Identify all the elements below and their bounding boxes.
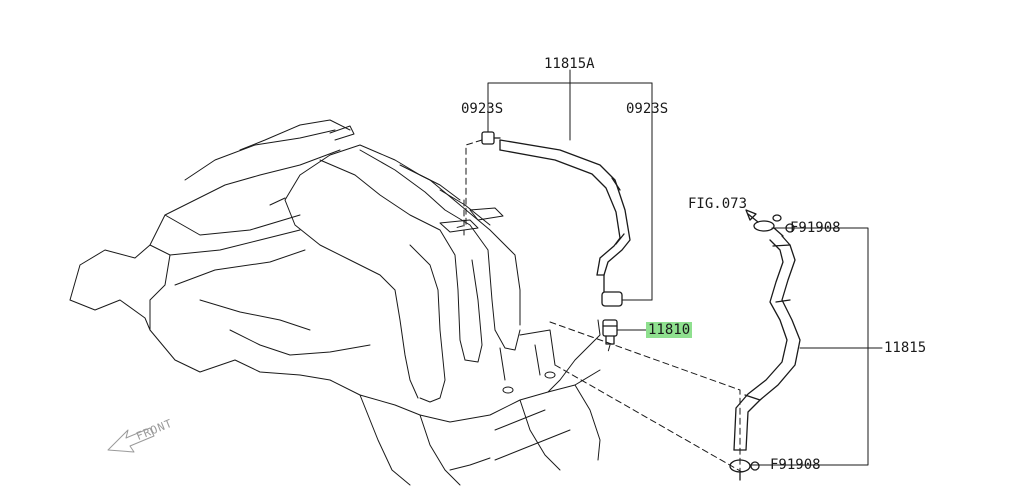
callout-0923s-left: 0923S [461, 101, 504, 117]
clip-0923s-left [481, 131, 501, 145]
clip-0923s-right [601, 274, 623, 307]
callout-0923s-right: 0923S [626, 101, 669, 117]
callout-f91908-bottom: F91908 [770, 457, 821, 473]
callout-11815a: 11815A [544, 56, 595, 72]
callout-11815: 11815 [884, 340, 927, 356]
engine-block [69, 119, 601, 486]
pcv-valve-11810 [602, 319, 618, 345]
clamp-f91908-top [753, 214, 795, 237]
leader-lines [487, 69, 883, 466]
clamp-f91908-bottom [729, 459, 760, 481]
callout-11810-text: 11810 [646, 322, 693, 338]
callout-f91908-top: F91908 [790, 220, 841, 236]
hose-11815 [733, 235, 801, 451]
callout-fig-073: FIG.073 [688, 196, 748, 212]
fig-ref-arrow [745, 209, 759, 223]
callout-11810: 11810 [646, 322, 693, 338]
hose-11815a [499, 139, 631, 276]
front-arrow [107, 427, 155, 453]
